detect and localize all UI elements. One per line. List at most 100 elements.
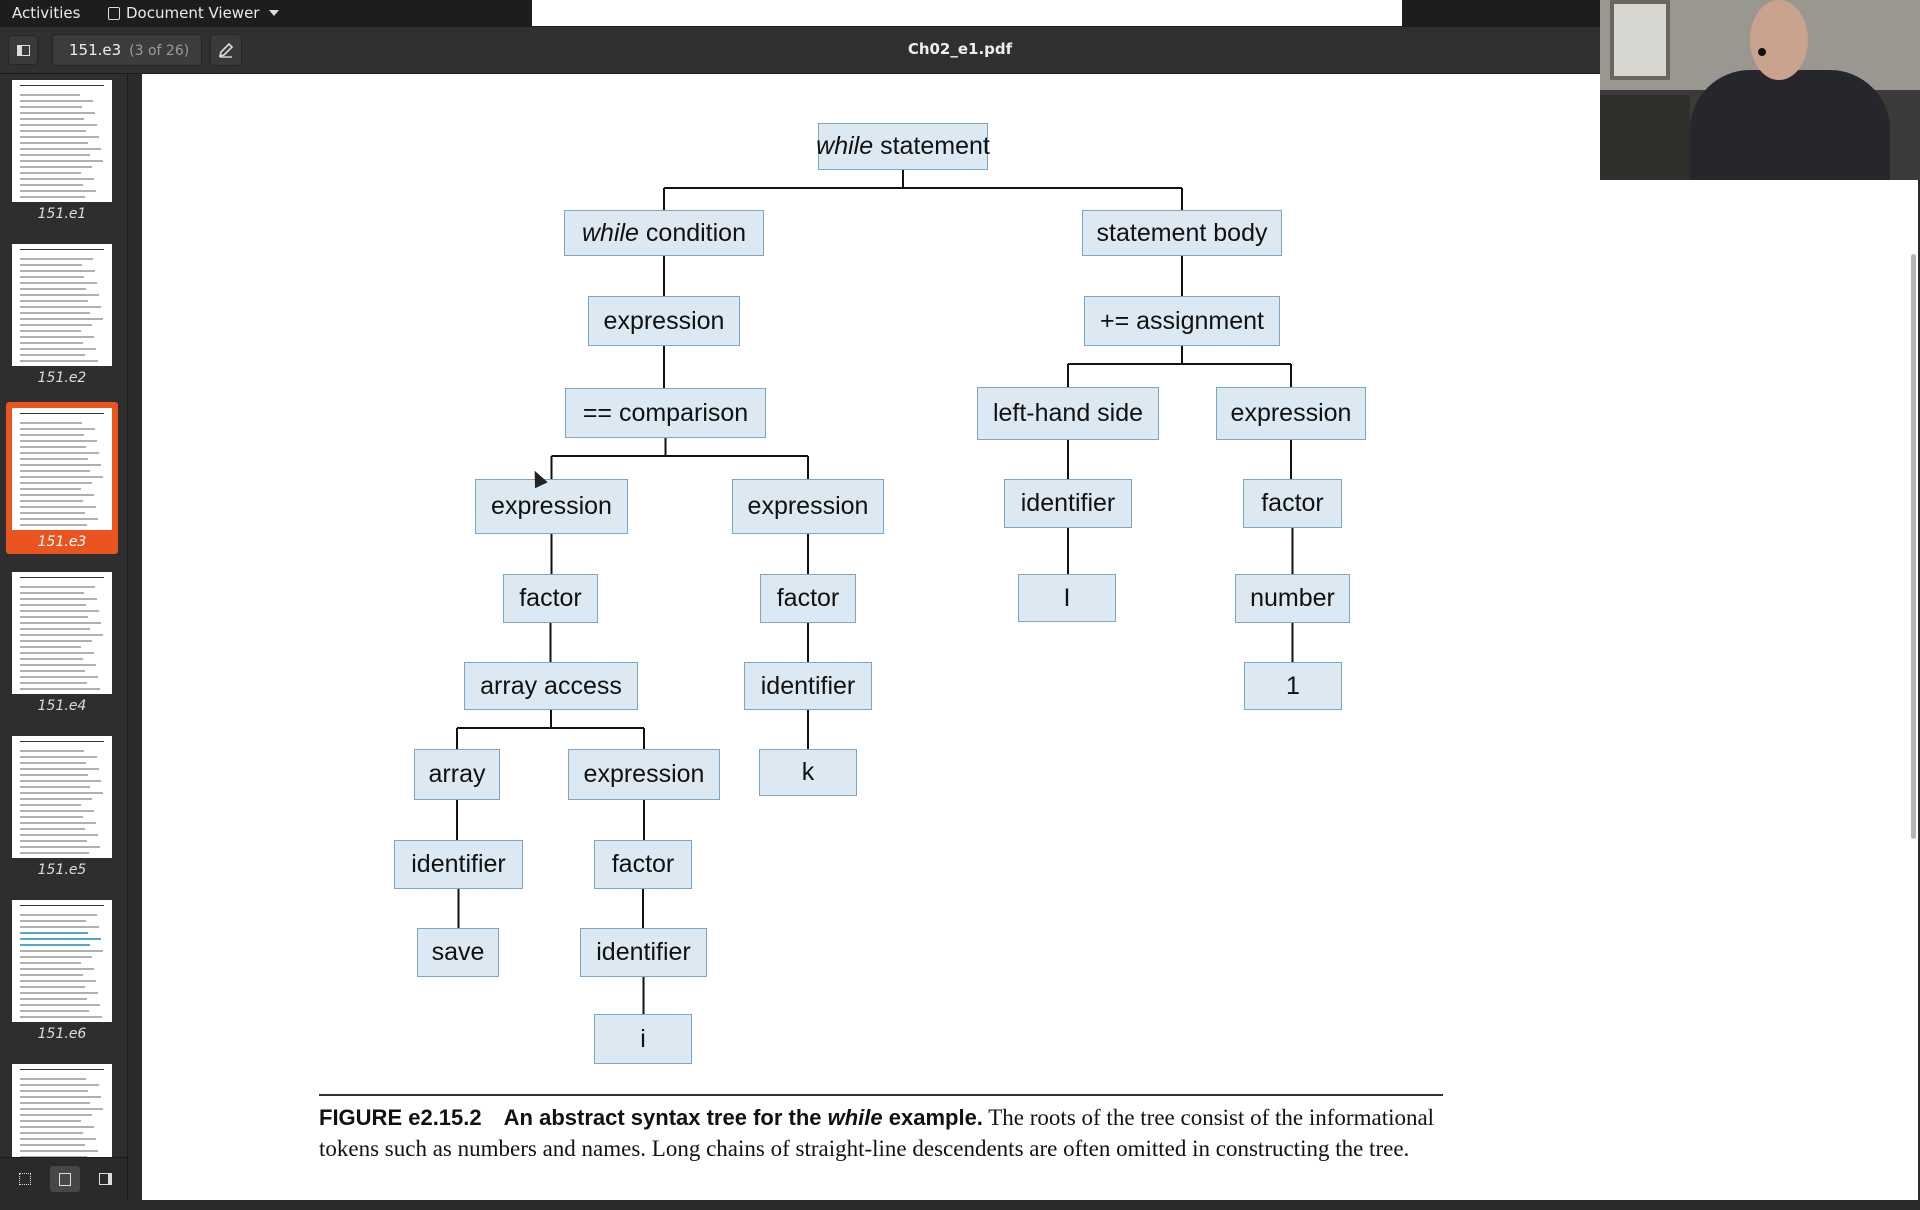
tree-node-expr-r: expression: [1216, 387, 1366, 440]
thumbnail-label: 151.e4: [37, 698, 87, 714]
thumbnail-label: 151.e6: [37, 1026, 87, 1042]
node-label: statement: [873, 132, 990, 160]
thumbnail-label: 151.e1: [37, 206, 87, 222]
node-label: condition: [638, 218, 746, 247]
annotations-mode-button[interactable]: [50, 1166, 80, 1192]
node-label: expression: [747, 492, 869, 520]
activities-button[interactable]: Activities: [12, 4, 81, 22]
caption-title-post: example.: [882, 1105, 983, 1130]
tree-node-arracc: array access: [464, 662, 638, 710]
tree-node-cond: while condition: [564, 210, 764, 256]
page-number-entry[interactable]: 151.e3 (3 of 26): [52, 34, 202, 66]
page-thumbnail[interactable]: 151.e1: [6, 74, 118, 226]
tree-node-assign: += assignment: [1084, 296, 1280, 346]
caption-title-pre: An abstract syntax tree for the: [503, 1105, 828, 1130]
thumbnail-image: [12, 900, 112, 1022]
annotation-icon: [59, 1172, 71, 1186]
page-thumbnail[interactable]: 151.e5: [6, 730, 118, 882]
thumbnail-label: 151.e3: [37, 534, 87, 550]
sidebar-mode-bar: [0, 1157, 127, 1200]
tree-edge: [1067, 346, 1292, 387]
caption-label: FIGURE e2.15.2: [319, 1105, 482, 1130]
node-label: identifier: [760, 671, 856, 700]
caption-title-em: while: [827, 1105, 883, 1130]
node-label: number: [1250, 584, 1335, 612]
app-menu[interactable]: Document Viewer: [108, 4, 280, 22]
tree-node-save: save: [417, 928, 499, 977]
node-keyword: while: [816, 132, 874, 160]
thumbnail-label: 151.e2: [37, 370, 87, 386]
tree-node-ident-i: identifier: [580, 928, 707, 977]
tree-node-factor-l: factor: [503, 574, 598, 623]
node-label: == comparison: [582, 398, 749, 427]
node-label: statement body: [1096, 218, 1268, 247]
tree-node-array: array: [414, 749, 500, 800]
thumbnail-label: 151.e5: [37, 862, 87, 878]
thumbnails-mode-button[interactable]: [10, 1166, 40, 1192]
page-count: (3 of 26): [129, 43, 190, 59]
page-thumbnail[interactable]: 151.e2: [6, 238, 118, 390]
node-label: array: [428, 760, 486, 788]
node-label: identifier: [1020, 489, 1116, 517]
figure-caption: FIGURE e2.15.2 An abstract syntax tree fo…: [319, 1102, 1443, 1164]
node-label: I: [1063, 583, 1071, 612]
tree-node-i: I: [1018, 574, 1116, 622]
page-thumbnail[interactable]: 151.e4: [6, 566, 118, 718]
scrollbar[interactable]: [1911, 254, 1916, 839]
document-title: Ch02_e1.pdf: [907, 40, 1013, 58]
node-keyword: while: [581, 218, 639, 247]
node-label: factor: [1261, 489, 1324, 517]
tree-edges: [456, 170, 1294, 1014]
node-label: factor: [611, 850, 675, 878]
tree-node-expr1: expression: [588, 296, 740, 346]
page-label: 151.e3: [69, 41, 122, 59]
node-label: += assignment: [1100, 306, 1264, 335]
tree-node-ident-k: identifier: [744, 662, 872, 710]
tree-node-ident-save: identifier: [394, 840, 523, 889]
node-label: expression: [491, 492, 612, 520]
tree-node-ident-lhs: identifier: [1004, 479, 1132, 528]
bookmarks-mode-button[interactable]: [90, 1166, 120, 1192]
tree-node-expr-m: expression: [732, 479, 884, 534]
thumbnail-sidebar: 151.e1 151.e2 151.e3 151.e4 151.e5 151.e6: [0, 74, 128, 1200]
annotate-button[interactable]: [210, 34, 242, 66]
app-name: Document Viewer: [126, 4, 260, 22]
node-label: left-hand side: [992, 399, 1144, 427]
caption-body: The roots of the tree consist of the inf…: [319, 1105, 1435, 1161]
tree-node-k: k: [759, 749, 857, 796]
thumbnail-image: [12, 572, 112, 694]
tree-node-one: 1: [1244, 662, 1342, 710]
tree-node-root: while statement: [816, 123, 990, 170]
tree-edge: [663, 170, 1183, 210]
node-label: array access: [480, 671, 622, 700]
caption-rule: [319, 1094, 1443, 1096]
document-icon: [108, 6, 120, 20]
tree-node-factor-i: factor: [594, 840, 692, 889]
sidebar-toggle-button[interactable]: [8, 35, 38, 65]
tree-node-lhs: left-hand side: [977, 387, 1159, 440]
tree-node-comp: == comparison: [565, 388, 766, 438]
node-label: 1: [1286, 671, 1300, 700]
node-label: identifier: [411, 850, 506, 878]
node-label: expression: [1230, 399, 1352, 427]
node-label: factor: [519, 584, 582, 612]
page-thumbnail[interactable]: 151.e6: [6, 894, 118, 1046]
pencil-icon: [218, 42, 234, 58]
thumbnail-image: [12, 244, 112, 366]
thumbnail-image: [12, 736, 112, 858]
tree-edge: [456, 710, 645, 749]
tree-node-i: i: [594, 1014, 692, 1064]
webcam-overlay: [1600, 0, 1920, 180]
node-label: expression: [583, 760, 705, 788]
bookmark-icon: [98, 1173, 112, 1185]
thumbnail-image: [12, 80, 112, 202]
node-label: factor: [776, 584, 840, 612]
node-label: identifier: [596, 938, 691, 966]
node-label: expression: [603, 306, 725, 335]
page-thumbnail[interactable]: 151.e3: [6, 402, 118, 554]
tree-node-expr-i: expression: [568, 749, 720, 800]
node-label: k: [801, 758, 815, 786]
sidebar-icon: [16, 44, 30, 56]
